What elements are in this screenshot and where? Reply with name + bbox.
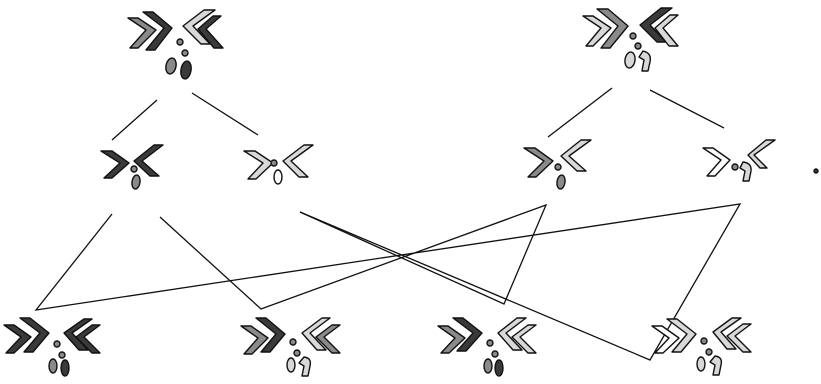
parent-chromosome-group-right: [583, 8, 678, 71]
dot-left-1-icon: [177, 39, 183, 45]
offspring-middle-4: [703, 140, 818, 181]
mid4-dot-icon: [732, 164, 738, 170]
offspring-middle-1: [101, 145, 163, 189]
offspring-middle-2: [244, 145, 313, 184]
offspring-bottom-3: [438, 318, 536, 376]
bot1-dot1-icon: [54, 341, 60, 347]
offspring-bottom-4: [652, 318, 751, 375]
mid4-right-chromosome-icon: [748, 140, 775, 168]
line-parent-right-to-mid-4: [650, 90, 724, 128]
dot-right-2-icon: [635, 43, 641, 49]
seg-left-1-icon: [164, 57, 177, 75]
bot3-seg2-icon: [495, 360, 503, 376]
bot2-dot1-icon: [290, 339, 296, 345]
mid4-seg-icon: [740, 162, 751, 181]
mid2-dot-icon: [271, 160, 277, 166]
mid1-left-chromosome-icon: [101, 151, 129, 178]
seg-right-2-icon: [639, 51, 650, 71]
parent-chromosome-group-left: [128, 10, 223, 80]
seg-right-1-icon: [624, 51, 636, 68]
bot3-dot1-icon: [487, 340, 493, 346]
bot1-seg1-icon: [49, 359, 57, 373]
bot3-dot2-icon: [492, 351, 498, 357]
mid1-dot-icon: [131, 166, 137, 172]
offspring-middle-3: [524, 140, 591, 189]
line-parent-left-to-mid-1: [112, 100, 157, 140]
mid1-seg-icon: [131, 175, 141, 190]
line-parent-right-to-mid-3: [548, 88, 612, 137]
seg-left-2-icon: [180, 60, 193, 79]
bot1-seg2-icon: [61, 360, 69, 376]
mid2-right-chromosome-icon: [283, 145, 313, 177]
line-parent-left-to-mid-2: [192, 93, 258, 135]
bot2-seg2-icon: [299, 357, 310, 376]
offspring-bottom-1: [4, 318, 100, 376]
mid3-left-chromosome-icon: [524, 148, 553, 177]
bot3-seg1-icon: [484, 359, 492, 373]
mid2-left-chromosome-icon: [244, 151, 273, 179]
mid3-right-chromosome-icon: [561, 140, 591, 171]
mid3-dot-icon: [555, 164, 561, 170]
mid2-seg-icon: [274, 170, 282, 184]
mid1-right-chromosome-icon: [134, 145, 163, 176]
connector-lines: [36, 88, 740, 360]
bot1-dot2-icon: [59, 352, 65, 358]
bot4-seg2-icon: [710, 356, 721, 375]
dot-left-2-icon: [182, 50, 188, 56]
cross-line-b: [160, 205, 546, 309]
cross-line-a: [36, 204, 740, 360]
bot4-dot2-icon: [706, 349, 712, 355]
offspring-bottom-2: [241, 318, 340, 376]
dot-right-1-icon: [630, 33, 636, 39]
bot2-seg1-icon: [287, 358, 295, 372]
edge-mark-icon: [814, 169, 818, 173]
bot4-seg1-icon: [697, 357, 705, 371]
bot4-dot1-icon: [701, 338, 707, 344]
mid3-seg-icon: [556, 175, 566, 190]
mid4-left-chromosome-icon: [703, 148, 730, 176]
bot2-dot2-icon: [294, 350, 300, 356]
